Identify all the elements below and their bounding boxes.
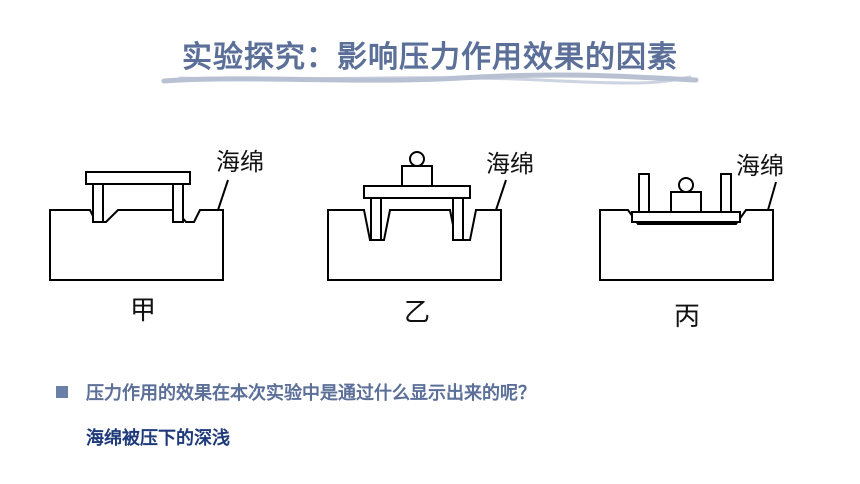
bullet-square-icon	[56, 386, 68, 398]
title-underline-brush	[161, 72, 699, 85]
figure-yi: 海绵 乙	[326, 140, 566, 340]
sponge-label-yi: 海绵	[486, 150, 534, 178]
sponge-label-bing: 海绵	[736, 152, 784, 180]
figure-label-jia: 甲	[130, 296, 157, 326]
answer-text: 海绵被压下的深浅	[86, 428, 230, 449]
figure-jia: 海绵 甲	[48, 140, 288, 340]
figure-label-yi: 乙	[404, 298, 431, 328]
question-text: 压力作用的效果在本次实验中是通过什么显示出来的呢？	[86, 383, 536, 404]
sponge-label-jia: 海绵	[216, 148, 264, 176]
slide-title: 实验探究：影响压力作用效果的因素	[182, 40, 678, 75]
figure-bing-diagram	[599, 173, 777, 281]
question-row: 压力作用的效果在本次实验中是通过什么显示出来的呢？	[56, 378, 536, 406]
figure-jia-diagram	[49, 171, 229, 281]
figure-bing: 海绵 丙	[598, 140, 838, 340]
figure-yi-diagram	[327, 151, 507, 281]
figure-label-bing: 丙	[674, 302, 701, 332]
